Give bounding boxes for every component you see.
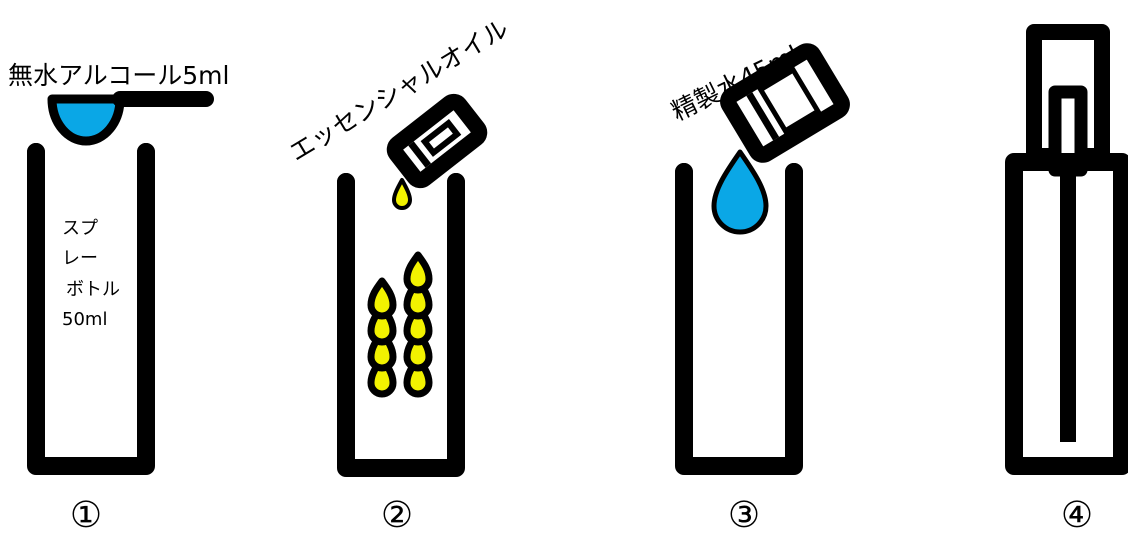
spray-bottle-icon [27,143,155,475]
oil-drops-group [367,251,433,398]
oil-drop-icon [403,251,433,294]
bottle-label-line-2: レー [62,248,98,269]
step-2-number: ② [381,495,413,536]
step-4-number: ④ [1061,495,1093,536]
bottle-label-line-3: ボトル [66,279,120,300]
measuring-spoon-icon [47,91,214,146]
step-3: 精製水45ml ③ [667,40,850,536]
oil-drop-icon [367,277,397,320]
water-drop-icon [711,149,769,235]
bottle-label-line-4: 50ml [62,309,107,330]
step-1-label: 無水アルコール5ml [8,61,229,90]
finished-spray-bottle-icon [1005,24,1128,475]
step-3-number: ③ [728,495,760,536]
falling-oil-drop-icon [392,178,412,210]
step-1: 無水アルコール5ml スプ レー ボトル 50ml ① [8,61,229,536]
bottle-label-line-1: スプ [62,218,98,239]
step-1-number: ① [70,495,102,536]
spray-bottle-icon [675,163,803,475]
water-bottle-icon [720,43,850,163]
step-2: エッセンシャルオイル ② [284,14,513,536]
essential-oil-bottle-icon [386,93,488,189]
spray-bottle-icon [337,173,465,477]
step-4: ④ [1005,24,1128,536]
